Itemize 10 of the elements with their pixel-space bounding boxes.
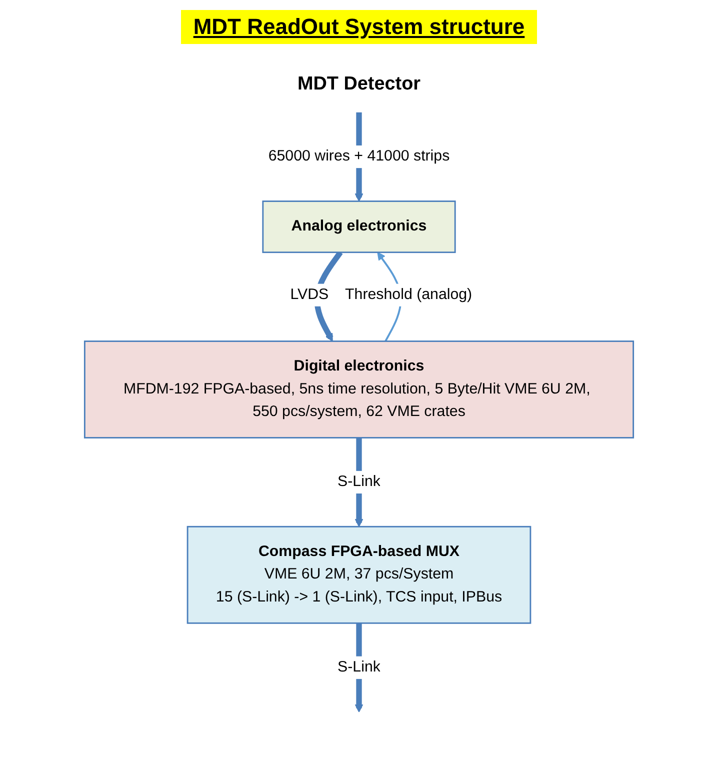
edge-label: Threshold (analog) (345, 286, 472, 303)
node-text: MDT Detector (298, 74, 420, 94)
edge-label: 65000 wires + 41000 strips (268, 148, 450, 164)
node-box: Analog electronics (262, 200, 456, 254)
edge-label: LVDS (290, 286, 329, 303)
node-box: Digital electronics MFDM-192 FPGA-based, 5ns time resolution, 5 Byte/Hit VME 6U 2M, 550 pcs/system, 62 VME crates (84, 340, 634, 438)
edge-label: S-Link (338, 474, 380, 490)
diagram-title: MDT ReadOut System structure (181, 10, 537, 44)
node-box: Compass FPGA-based MUX VME 6U 2M, 37 pcs/System 15 (S-Link) -> 1 (S-Link), TCS input, IPBus (186, 526, 532, 624)
edge-label: S-Link (338, 659, 380, 676)
